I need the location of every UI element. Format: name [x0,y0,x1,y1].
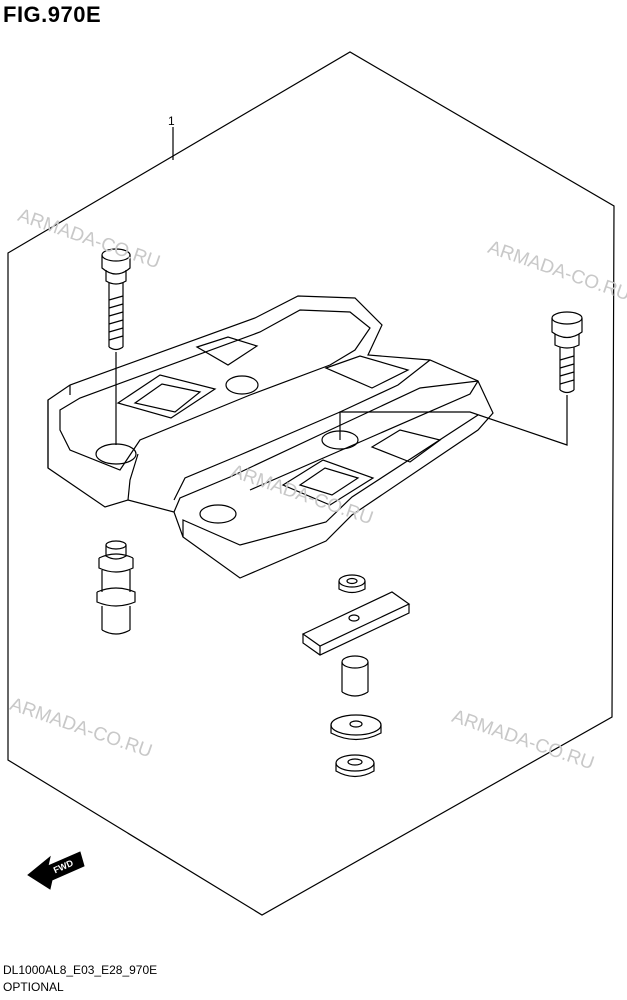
bolt-left [101,248,131,445]
fwd-arrow-icon: FWD [27,851,85,890]
kit-boundary [7,51,615,916]
callout-number: 1 [168,114,175,128]
flange-nut [335,754,375,778]
washer-large [330,714,382,741]
collar [341,655,369,697]
diagram-code: DL1000AL8_E03_E28_970E [3,963,158,977]
flat-plate [301,591,411,656]
diagram-note: OPTIONAL [3,980,64,994]
bolt-right [339,311,583,446]
washer-small [338,574,366,594]
spacer-pin [96,540,136,635]
figure-title: FIG.970E [3,2,102,27]
base-plate [47,295,494,579]
